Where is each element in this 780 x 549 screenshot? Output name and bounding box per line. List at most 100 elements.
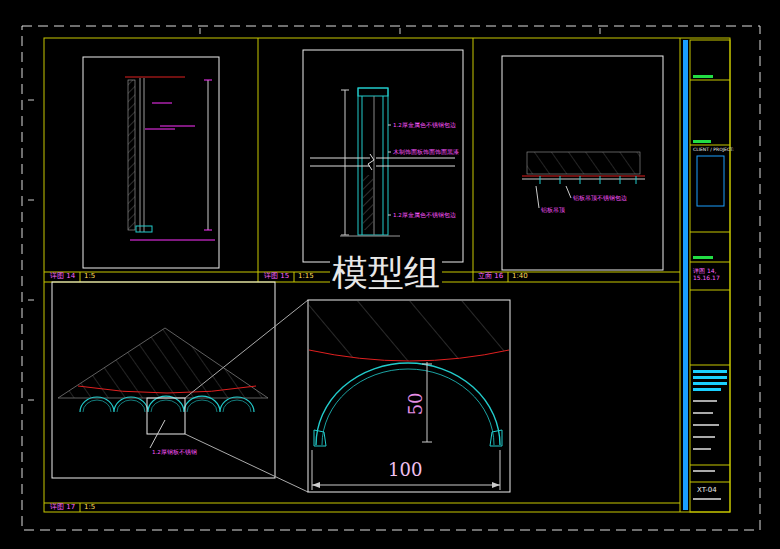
- scale-label: 1:40: [512, 273, 528, 281]
- elevation-16: [502, 56, 663, 270]
- detail-14-part: [145, 129, 175, 130]
- detail-15-part: [358, 88, 388, 235]
- title-block-part: [693, 388, 721, 391]
- sheet-frame-part: [80, 272, 81, 282]
- detail-15-part: [374, 96, 375, 235]
- detail-14-part: [152, 103, 172, 104]
- detail-15-part: [310, 158, 370, 159]
- zoom-detail-part: [312, 482, 500, 488]
- title-block-part: [690, 145, 730, 146]
- elevation-16-part: [600, 176, 601, 184]
- material-note: 木制饰面板饰面饰面黑漆: [393, 149, 459, 155]
- scale-label: 1:15: [298, 273, 314, 281]
- material-note: 1.2厚钢板不锈钢: [152, 449, 197, 455]
- detail-14-part: [130, 240, 215, 241]
- detail-15-part: [341, 90, 349, 91]
- detail-14: [83, 57, 219, 268]
- sheet-frame-part: [680, 38, 681, 512]
- sheet-frame-part: [28, 100, 34, 101]
- detail-17-part: [78, 386, 256, 393]
- detail-14-part: [204, 230, 212, 231]
- sheet-frame-part: [80, 503, 81, 512]
- zoom-detail-part: [322, 369, 494, 445]
- detail-15-part: [358, 88, 388, 96]
- sheet-frame-part: [258, 38, 259, 282]
- title-block-part: [693, 470, 715, 472]
- dimension: 50: [406, 392, 426, 415]
- detail-14-part: [160, 126, 195, 127]
- sheet-frame-part: [400, 28, 401, 34]
- sheet-frame-part: [508, 272, 509, 282]
- elevation-16-part: [580, 176, 581, 184]
- detail-15-part: [368, 154, 374, 170]
- scale-label: 1:5: [84, 273, 95, 281]
- zoom-detail-part: [308, 300, 510, 492]
- detail-17-part: [147, 398, 185, 434]
- title-block: [683, 40, 730, 512]
- title-block-part: [693, 140, 711, 143]
- elevation-16-part: [620, 176, 621, 184]
- material-note: 铝板吊顶: [541, 207, 565, 213]
- detail-15-part: [388, 152, 391, 153]
- detail-15-part: [388, 125, 391, 126]
- sheet-frame-part: [473, 38, 474, 282]
- title-block-part: [690, 262, 730, 263]
- detail-14-part: [140, 78, 141, 232]
- title-block-part: [690, 80, 730, 81]
- zoom-detail-part: [490, 430, 502, 446]
- title-block-part: [690, 365, 730, 366]
- detail-15-part: [341, 235, 349, 236]
- detail-14-part: [144, 78, 145, 232]
- elevation-16-part: [536, 186, 539, 208]
- sheet-frame-part: [28, 400, 34, 401]
- detail-15-part: [388, 215, 391, 216]
- sheet-frame: [22, 26, 760, 530]
- title-block-part: [697, 156, 724, 206]
- title-block-part: [693, 448, 711, 450]
- material-note: 1.2厚金属色不锈钢包边: [393, 212, 456, 218]
- sheet-frame-part: [44, 38, 730, 512]
- detail-17: [52, 282, 308, 492]
- detail-17-part: [83, 400, 251, 412]
- title-block-part: [693, 436, 715, 438]
- sheet-title: 详图 14, 15.16.17: [693, 268, 729, 281]
- title-block-part: [693, 75, 713, 78]
- detail-15-part: [376, 158, 455, 159]
- detail-17-part: [58, 328, 268, 398]
- detail-15-part: [310, 166, 370, 167]
- zoom-detail-part: [314, 430, 326, 446]
- elevation-16-part: [566, 186, 571, 198]
- sheet-number: XT-04: [697, 487, 717, 495]
- zoom-detail-part: [312, 485, 500, 486]
- detail-15-part: [376, 166, 455, 167]
- title-block-part: [690, 482, 730, 483]
- sheet-frame-part: [294, 272, 295, 282]
- detail-14-part: [204, 80, 212, 81]
- material-note: 铝板吊顶不锈钢包边: [573, 195, 627, 201]
- detail-15: [303, 50, 463, 262]
- panel-title: 详图 17: [50, 504, 75, 512]
- title-block-part: [690, 40, 730, 512]
- detail-17-part: [52, 282, 275, 478]
- detail-14-part: [128, 80, 135, 230]
- detail-17-part: [185, 434, 308, 492]
- detail-15-part: [340, 236, 400, 237]
- detail-17-part: [185, 300, 308, 398]
- watermark: 模型组: [330, 253, 442, 293]
- title-block-part: [693, 412, 713, 414]
- zoom-detail-part: [316, 363, 500, 445]
- title-block-part: [690, 232, 730, 233]
- sheet-frame-part: [28, 300, 34, 301]
- elevation-16-part: [540, 176, 541, 184]
- title-block-part: [693, 498, 721, 500]
- zoom-detail-part: [309, 301, 509, 361]
- detail-14-part: [125, 77, 185, 78]
- material-note: 1.2厚金属色不锈钢包边: [393, 122, 456, 128]
- zoom-detail-part: [427, 362, 428, 442]
- panel-title: 详图 14: [50, 273, 75, 281]
- title-block-part: [690, 465, 730, 466]
- scale-label: 1:5: [84, 504, 95, 512]
- elevation-16-part: [502, 56, 663, 270]
- title-block-part: [693, 400, 717, 402]
